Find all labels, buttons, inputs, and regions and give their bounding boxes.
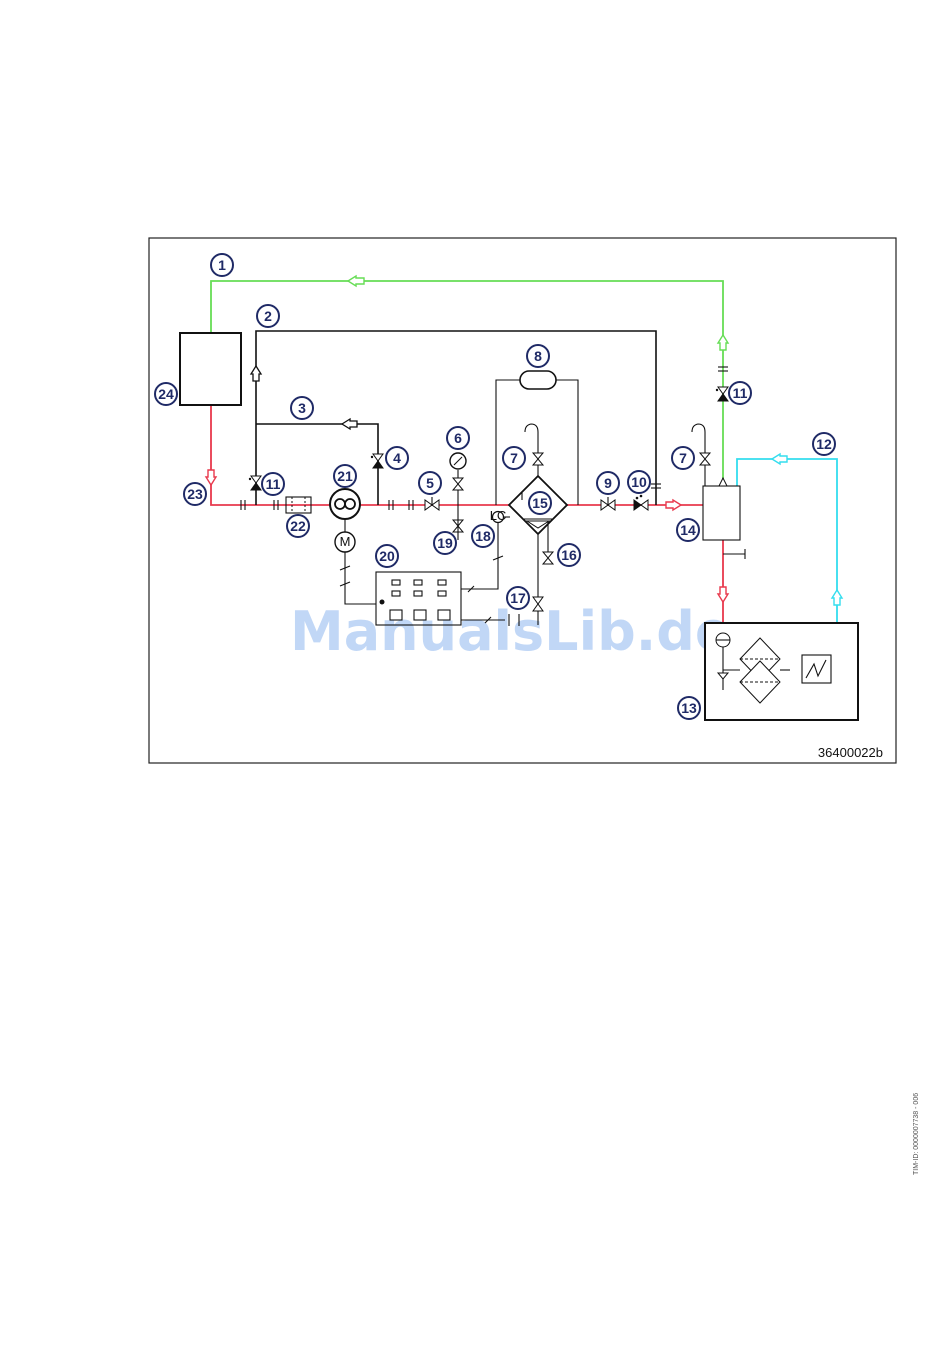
- svg-text:5: 5: [426, 475, 434, 491]
- svg-text:18: 18: [475, 528, 491, 544]
- callout-2: 2: [257, 305, 279, 327]
- svg-text:10: 10: [631, 474, 647, 490]
- svg-text:12: 12: [816, 436, 832, 452]
- callout-18: 18: [472, 525, 494, 547]
- callout-7-right: 7: [672, 447, 694, 469]
- svg-text:4: 4: [393, 450, 401, 466]
- callout-1: 1: [211, 254, 233, 276]
- callout-24: 24: [155, 383, 177, 405]
- callout-17: 17: [507, 587, 529, 609]
- callout-21: 21: [334, 465, 356, 487]
- svg-text:20: 20: [379, 548, 395, 564]
- callout-7-left: 7: [503, 447, 525, 469]
- svg-text:16: 16: [561, 547, 577, 563]
- callout-12: 12: [813, 433, 835, 455]
- svg-text:19: 19: [437, 535, 453, 551]
- svg-text:24: 24: [158, 386, 174, 402]
- callout-19: 19: [434, 532, 456, 554]
- svg-text:15: 15: [532, 495, 548, 511]
- callout-15: 15: [529, 492, 551, 514]
- component-24-box: [180, 333, 241, 405]
- callout-6: 6: [447, 427, 469, 449]
- svg-text:7: 7: [510, 450, 518, 466]
- callout-11-left: 11: [262, 473, 284, 495]
- figure-code: 36400022b: [818, 745, 883, 760]
- document-id: TIM-ID: 0000007738 - 006: [913, 1093, 920, 1175]
- svg-text:6: 6: [454, 430, 462, 446]
- callout-13: 13: [678, 697, 700, 719]
- callout-14: 14: [677, 519, 699, 541]
- callout-4: 4: [386, 447, 408, 469]
- svg-text:13: 13: [681, 700, 697, 716]
- callout-5: 5: [419, 472, 441, 494]
- callout-9: 9: [597, 472, 619, 494]
- callout-20: 20: [376, 545, 398, 567]
- callout-10: 10: [628, 471, 650, 493]
- callout-23: 23: [184, 483, 206, 505]
- callout-22: 22: [287, 515, 309, 537]
- expansion-vessel-8: [520, 371, 556, 389]
- svg-text:8: 8: [534, 348, 542, 364]
- svg-text:11: 11: [266, 476, 281, 492]
- callout-16: 16: [558, 544, 580, 566]
- svg-text:LC: LC: [490, 508, 507, 523]
- unit-13: [705, 623, 858, 720]
- svg-text:7: 7: [679, 450, 687, 466]
- svg-text:14: 14: [680, 522, 696, 538]
- svg-text:21: 21: [337, 468, 353, 484]
- svg-text:11: 11: [733, 385, 748, 401]
- svg-text:9: 9: [604, 475, 612, 491]
- svg-text:1: 1: [218, 257, 226, 273]
- svg-text:17: 17: [510, 590, 526, 606]
- svg-text:23: 23: [187, 486, 203, 502]
- callout-11-right: 11: [729, 382, 751, 404]
- callout-3: 3: [291, 397, 313, 419]
- svg-text:22: 22: [290, 518, 306, 534]
- callout-8: 8: [527, 345, 549, 367]
- svg-text:3: 3: [298, 400, 306, 416]
- watermark: ManualsLib.de: [290, 600, 732, 663]
- svg-text:M: M: [340, 534, 351, 549]
- svg-text:2: 2: [264, 308, 272, 324]
